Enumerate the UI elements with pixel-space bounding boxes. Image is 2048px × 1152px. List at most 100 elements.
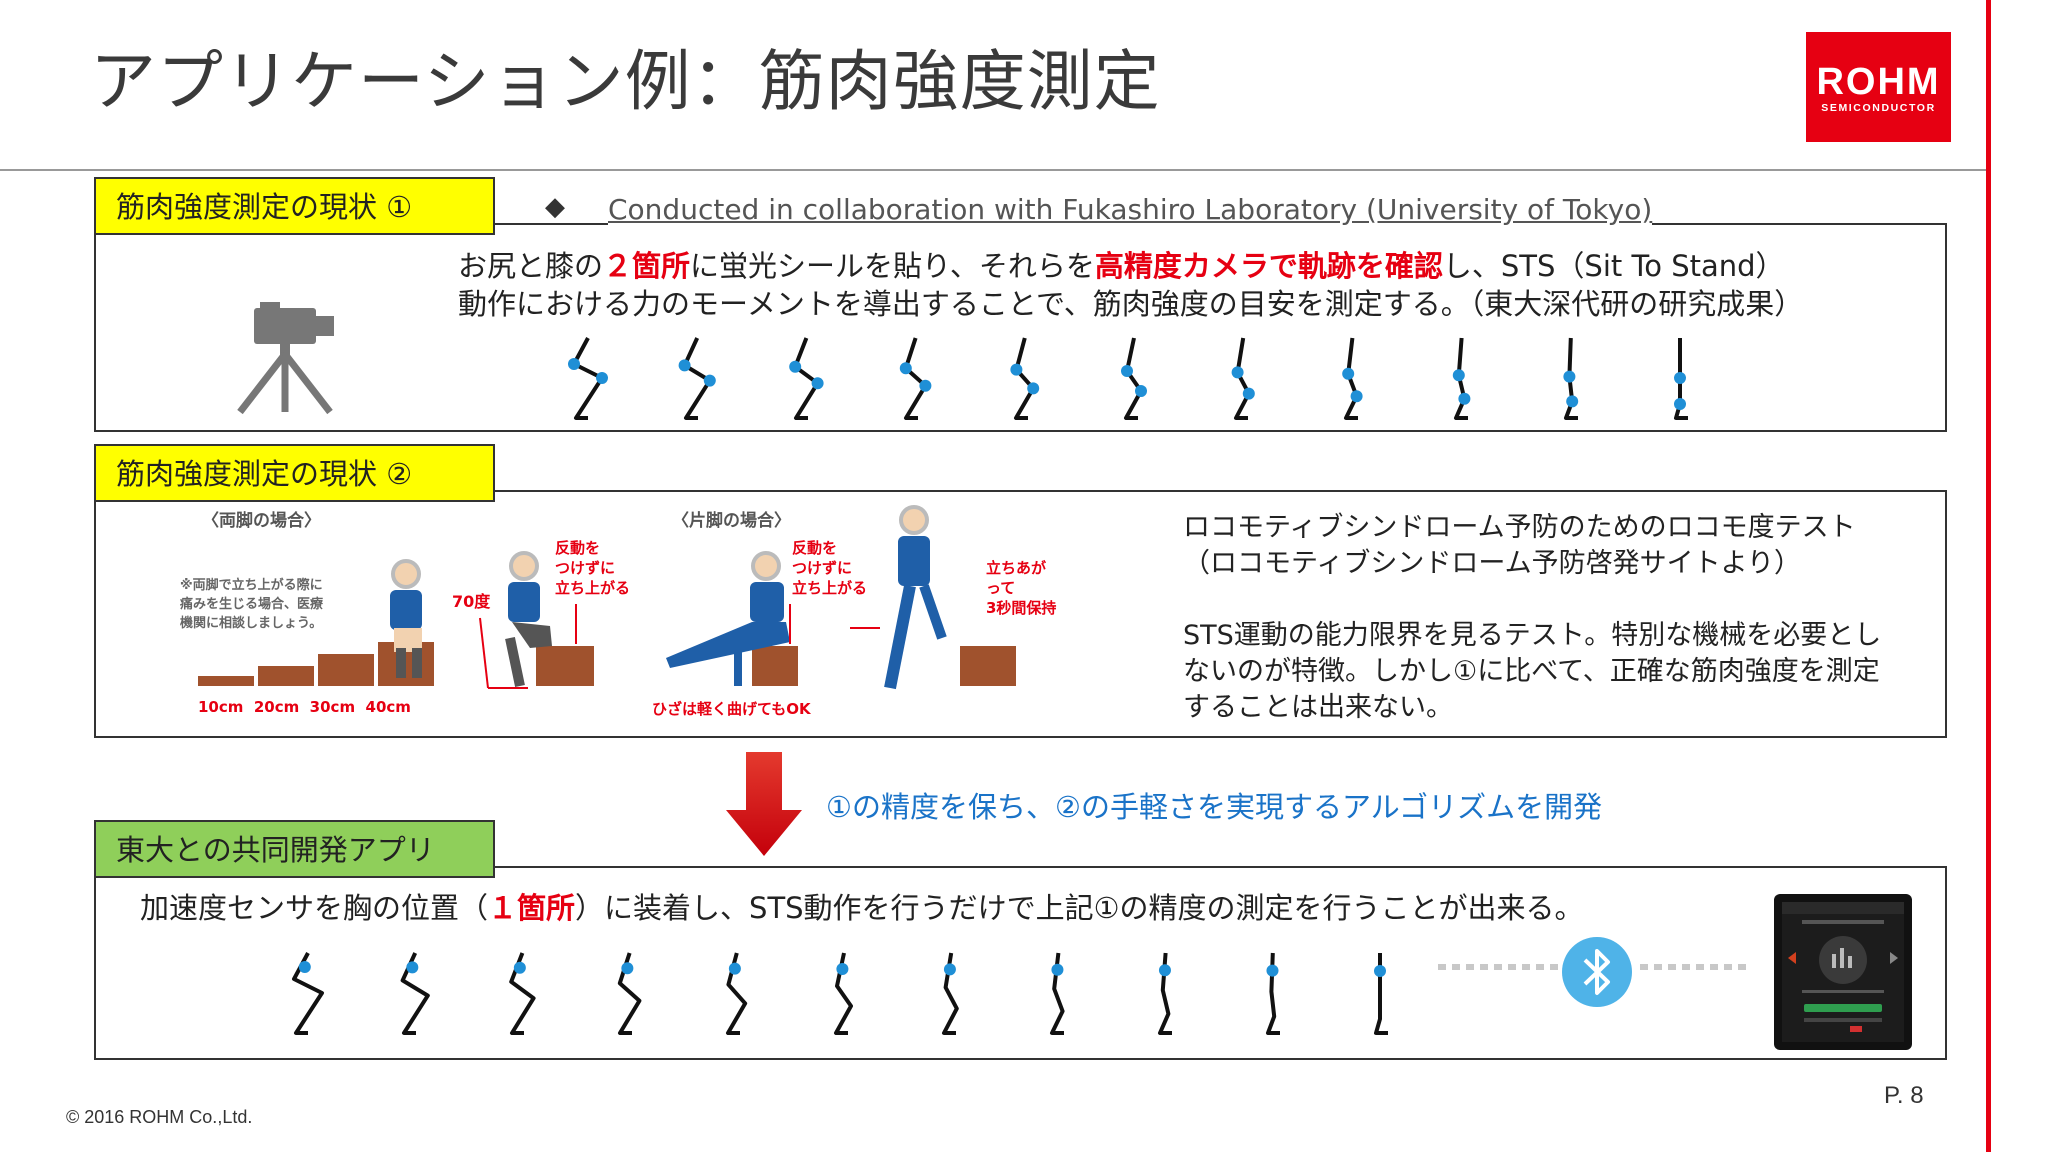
- marker-dot: [1121, 365, 1133, 377]
- one-leg-title: 〈片脚の場合〉: [672, 511, 791, 531]
- stick-body: [1266, 952, 1280, 1035]
- knee-ok-label: ひざは軽く曲げてもOK: [652, 700, 811, 718]
- bluetooth-icon: [1562, 937, 1632, 1007]
- section3-box: [94, 866, 1947, 1060]
- marker-dot: [1566, 395, 1579, 408]
- stick-body: [834, 952, 853, 1035]
- desc-line-4: ないのが特徴。しかし①に比べて、正確な筋肉強度を測定: [1183, 656, 1880, 687]
- marker-dot: [1458, 392, 1471, 405]
- stick-figure: [617, 952, 642, 1035]
- s1-text-a: お尻と膝の: [458, 249, 604, 283]
- note-line-2: 痛みを生じる場合、医療: [180, 597, 324, 612]
- stick-figure: [292, 952, 324, 1035]
- rohm-logo: ROHM SEMICONDUCTOR: [1806, 32, 1951, 142]
- stick-figure-sequence-1: [568, 337, 1688, 420]
- marker-dot: [1342, 367, 1355, 380]
- stick-figure: [678, 337, 716, 420]
- hando2-line-3: 立ち上がる: [792, 579, 868, 597]
- marker-dot: [1674, 398, 1686, 410]
- hold-line-1: 立ちあがって: [986, 559, 1047, 597]
- marker-dot: [1563, 370, 1576, 383]
- marker-dot: [1051, 963, 1064, 976]
- stick-body: [726, 952, 748, 1035]
- marker-dot: [703, 374, 716, 387]
- s3-text-c: ）に装着し、STS動作を行うだけで上記①の精度の測定を行うことが出来る。: [575, 891, 1584, 925]
- marker-dot: [1674, 372, 1686, 384]
- hold-label: 立ちあがって 3秒間保持: [986, 558, 1060, 618]
- stick-body: [292, 952, 324, 1035]
- marker-dot: [943, 963, 956, 976]
- copyright: © 2016 ROHM Co.,Ltd.: [66, 1107, 253, 1127]
- stick-figure: [899, 337, 932, 420]
- stick-body: [1050, 952, 1065, 1035]
- stick-figure: [789, 337, 824, 420]
- marker-dot: [1242, 387, 1255, 400]
- stick-figure: [400, 952, 430, 1035]
- stick-body: [400, 952, 430, 1035]
- stick-body: [1158, 952, 1172, 1035]
- s1-highlight-two-points: ２箇所: [603, 249, 691, 283]
- note-line-1: ※両脚で立ち上がる際に: [180, 578, 323, 593]
- marker-dot: [1350, 390, 1363, 403]
- stick-figure: [1452, 337, 1471, 420]
- desc-line-1: ロコモティブシンドローム予防のためのロコモ度テスト: [1183, 512, 1856, 543]
- marker-dot: [1374, 965, 1386, 977]
- hando1-line-3: 立ち上がる: [555, 579, 631, 597]
- stick-figure: [1010, 337, 1040, 420]
- desc-line-5: することは出来ない。: [1183, 692, 1453, 723]
- marker-dot: [836, 963, 849, 975]
- locomo-description: ロコモティブシンドローム予防のためのロコモ度テスト （ロコモティブシンドローム予…: [1183, 510, 1881, 726]
- medical-note: ※両脚で立ち上がる際に 痛みを生じる場合、医療 機関に相談しましょう。: [180, 576, 323, 633]
- right-accent-line: [1986, 0, 1991, 1152]
- hando2-line-2: つけずに: [792, 559, 853, 577]
- both-legs-title: 〈両脚の場合〉: [202, 511, 321, 531]
- stick-body: [942, 952, 959, 1035]
- marker-dot: [568, 358, 580, 370]
- hando2-line-1: 反動を: [792, 539, 838, 557]
- sts-camera-sequence: [568, 337, 1688, 420]
- stick-figure: [1342, 337, 1363, 420]
- note-bullet: ◆: [545, 192, 565, 222]
- marker-dot: [919, 379, 932, 392]
- marker-dot: [1027, 382, 1040, 395]
- stick-figure: [1050, 952, 1065, 1035]
- marker-dot: [811, 377, 824, 390]
- s3-highlight-one-point: １箇所: [488, 891, 576, 925]
- section1-box: [94, 223, 1947, 432]
- marker-dot: [596, 372, 608, 384]
- box-heights: 10cm 20cm 30cm 40cm: [198, 698, 411, 716]
- marker-dot: [513, 961, 526, 974]
- stick-figure: [1563, 337, 1579, 420]
- marker-dot: [1452, 369, 1465, 382]
- stick-body: [1014, 337, 1036, 420]
- desc-spacer: [1183, 582, 1881, 618]
- marker-dot: [1266, 964, 1279, 977]
- stick-body: [793, 337, 820, 420]
- section3-tag: 東大との共同開発アプリ: [94, 820, 495, 878]
- marker-dot: [298, 961, 311, 973]
- s1-text-e: し、STS（Sit To Stand）: [1442, 249, 1785, 283]
- no-recoil-label-1: 反動を つけずに 立ち上がる: [555, 538, 630, 598]
- stick-figure: [726, 952, 748, 1035]
- down-arrow-icon: [726, 752, 802, 856]
- section1-tag: 筋肉強度測定の現状 ①: [94, 177, 495, 235]
- stick-figure: [1121, 337, 1147, 420]
- page-number: P. 8: [1884, 1082, 1924, 1109]
- stick-figure: [509, 952, 536, 1035]
- hando1-line-1: 反動を: [555, 539, 601, 557]
- no-recoil-label-2: 反動を つけずに 立ち上がる: [792, 538, 867, 598]
- hando1-line-2: つけずに: [555, 559, 616, 577]
- stick-body: [1124, 337, 1143, 420]
- desc-line-2: （ロコモティブシンドローム予防啓発サイトより）: [1183, 548, 1802, 579]
- stick-figure: [834, 952, 853, 1035]
- tablet-app-image: [1774, 894, 1912, 1050]
- stick-figure: [1158, 952, 1172, 1035]
- marker-dot: [789, 360, 802, 373]
- section1-line2: 動作における力のモーメントを導出することで、筋肉強度の目安を測定する。（東大深代…: [458, 287, 1804, 321]
- marker-dot: [1010, 363, 1023, 376]
- stick-figure: [1374, 953, 1388, 1035]
- stick-figure: [1674, 338, 1688, 420]
- algorithm-note: ①の精度を保ち、②の手軽さを実現するアルゴリズムを開発: [826, 790, 1603, 824]
- angle-label: 70度: [452, 592, 491, 611]
- marker-dot: [1231, 366, 1244, 379]
